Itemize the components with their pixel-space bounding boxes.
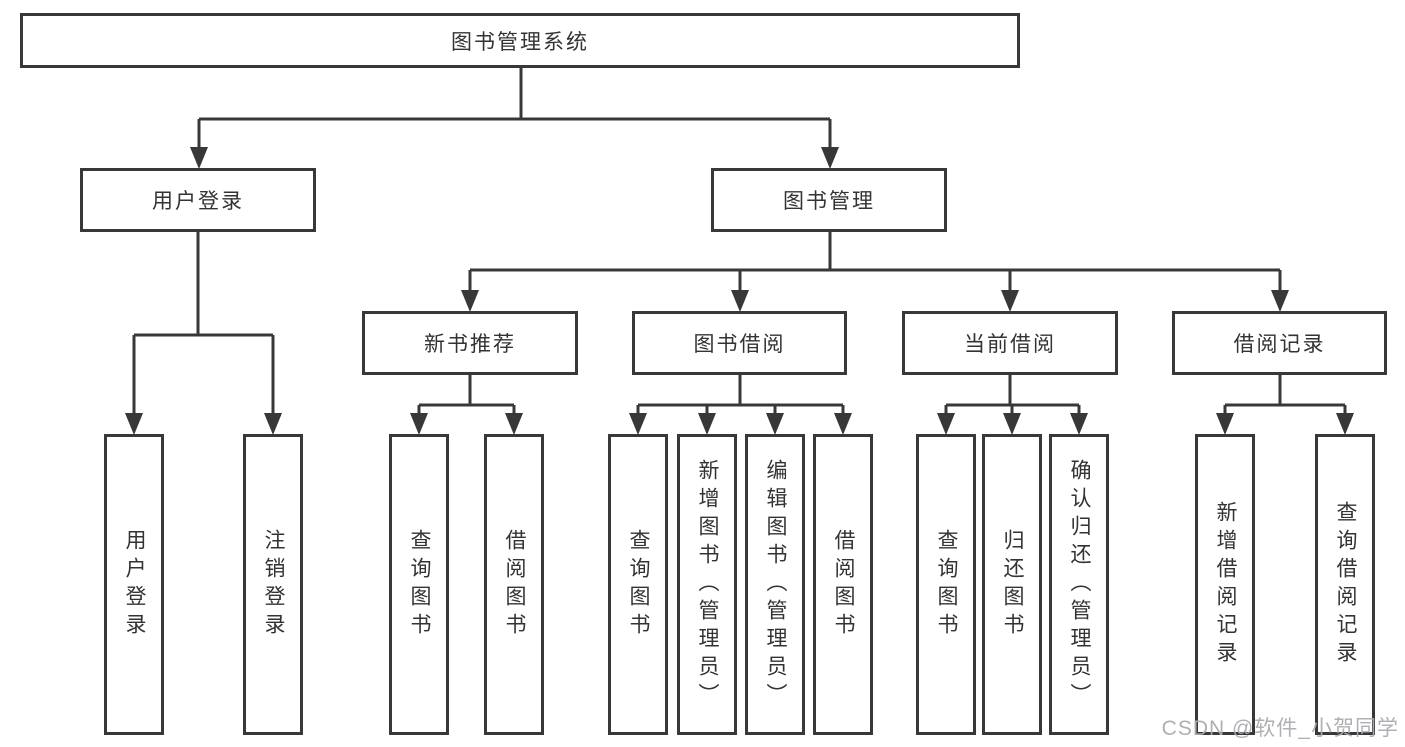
- csdn-watermark: CSDN @软件_小贺同学: [1161, 717, 1399, 740]
- node-leaf-query-books-3: 查询图书: [916, 434, 976, 735]
- arrowhead-icon: [698, 413, 716, 435]
- arrowhead-icon: [1070, 413, 1088, 435]
- arrowhead-icon: [731, 290, 749, 312]
- arrowhead-icon: [125, 413, 143, 435]
- arrowhead-icon: [766, 413, 784, 435]
- node-leaf-query-borrow-record: 查询借阅记录: [1315, 434, 1375, 735]
- node-book-borrow: 图书借阅: [632, 311, 847, 375]
- node-leaf-query-books-1: 查询图书: [389, 434, 449, 735]
- node-root-system: 图书管理系统: [20, 13, 1020, 68]
- arrowhead-icon: [410, 413, 428, 435]
- arrowhead-icon: [1001, 290, 1019, 312]
- arrowhead-icon: [937, 413, 955, 435]
- node-leaf-confirm-return-admin: 确认归还（管理员）: [1049, 434, 1109, 735]
- node-leaf-borrow-books-1: 借阅图书: [484, 434, 544, 735]
- arrowhead-icon: [264, 413, 282, 435]
- node-leaf-add-books-admin: 新增图书（管理员）: [677, 434, 737, 735]
- node-leaf-borrow-books-2: 借阅图书: [813, 434, 873, 735]
- arrowhead-icon: [629, 413, 647, 435]
- node-leaf-user-login: 用户登录: [104, 434, 164, 735]
- arrowhead-icon: [821, 147, 839, 169]
- arrowhead-icon: [1271, 290, 1289, 312]
- arrowhead-icon: [1003, 413, 1021, 435]
- node-book-management: 图书管理: [711, 168, 947, 232]
- arrowhead-icon: [834, 413, 852, 435]
- arrowhead-icon: [190, 147, 208, 169]
- arrowhead-icon: [1336, 413, 1354, 435]
- node-leaf-query-books-2: 查询图书: [608, 434, 668, 735]
- node-borrow-records: 借阅记录: [1172, 311, 1387, 375]
- arrowhead-icon: [461, 290, 479, 312]
- node-leaf-edit-books-admin: 编辑图书（管理员）: [745, 434, 805, 735]
- node-leaf-add-borrow-record: 新增借阅记录: [1195, 434, 1255, 735]
- arrowhead-icon: [1216, 413, 1234, 435]
- node-new-book-recommend: 新书推荐: [362, 311, 578, 375]
- node-user-login: 用户登录: [80, 168, 316, 232]
- arrowhead-icon: [505, 413, 523, 435]
- node-leaf-logout: 注销登录: [243, 434, 303, 735]
- node-current-borrow: 当前借阅: [902, 311, 1118, 375]
- node-leaf-return-books: 归还图书: [982, 434, 1042, 735]
